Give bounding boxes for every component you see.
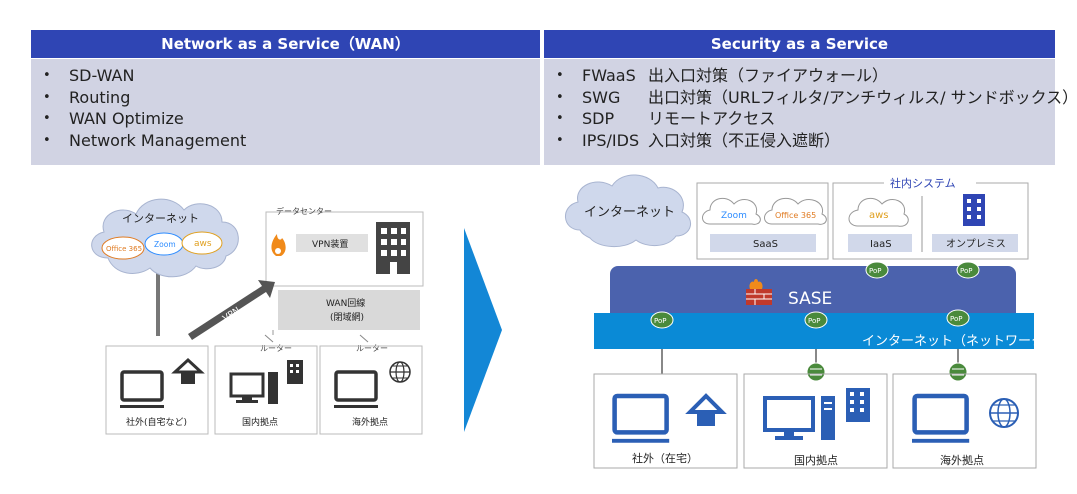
laptop-icon — [332, 370, 380, 410]
router-label-1: ルーター — [260, 344, 292, 353]
firewall-flame-icon — [271, 234, 286, 256]
aws-label: aws — [194, 239, 212, 249]
laptop-icon — [612, 396, 669, 443]
wan-item: Network Management — [43, 130, 540, 152]
pop-badge — [946, 309, 970, 327]
iaas-aws-label: aws — [869, 210, 889, 221]
pop-label: PoP — [654, 317, 666, 325]
zoom-cloud — [702, 197, 761, 225]
sec-item-desc: 入口対策（不正侵入遮断） — [648, 130, 841, 150]
sec-item: SWG 出口対策（URLフィルタ/アンチウィルス/ サンドボックス） — [556, 87, 1077, 109]
small-building-icon — [287, 360, 303, 384]
saas-zoom-label: Zoom — [721, 211, 747, 221]
right-cloud-label: インターネット — [584, 205, 675, 220]
office365-cloud — [101, 236, 145, 260]
wan-line-sub: (閉域網) — [330, 311, 364, 323]
pop-badge — [804, 311, 828, 329]
site-overseas-box — [892, 373, 1037, 469]
wan-item: WAN Optimize — [43, 108, 540, 130]
building-icon — [376, 222, 410, 274]
vpn-tunnel-arrow — [188, 280, 275, 340]
sec-item: IPS/IDS 入口対策（不正侵入遮断） — [556, 130, 1055, 152]
pop-badge — [650, 311, 674, 329]
pop-label: PoP — [960, 267, 972, 275]
internal-system-label: 社内システム — [890, 176, 956, 190]
small-building-icon — [846, 388, 870, 422]
saas-label-box — [710, 234, 816, 252]
site-home-label: 社外（在宅） — [632, 451, 698, 465]
globe-icon — [989, 398, 1019, 428]
site-overseas-box — [319, 345, 423, 435]
datacenter-box — [265, 211, 424, 287]
globe-icon — [389, 361, 411, 383]
sec-item-name: FWaaS — [582, 66, 636, 85]
security-panel: FWaaS 出入口対策（ファイアウォール） SWG 出口対策（URLフィルタ/アンチ… — [544, 59, 1077, 165]
router-label-2: ルーター — [356, 344, 388, 353]
sase-label: SASE — [788, 289, 832, 309]
router-icon — [806, 362, 826, 382]
sase-bar — [610, 266, 1016, 322]
header-naas: Network as a Service（WAN） — [31, 30, 540, 58]
onprem-building-icon — [963, 194, 985, 226]
site-home-box — [593, 373, 738, 469]
sec-item-name: IPS/IDS — [582, 130, 640, 150]
aws-cloud — [181, 231, 223, 255]
site-domestic-box — [214, 345, 318, 435]
laptop-icon — [912, 396, 969, 443]
vpn-device-box — [296, 234, 368, 252]
sec-item-desc: リモートアクセス — [648, 109, 776, 128]
sec-item: SDP リモートアクセス — [556, 108, 1055, 130]
desktop-monitor-icon — [763, 396, 835, 440]
pop-label: PoP — [869, 267, 881, 275]
pop-badge — [865, 261, 889, 279]
desktop-monitor-icon — [229, 372, 278, 404]
sec-item-desc: 出入口対策（ファイアウォール） — [648, 66, 889, 85]
saas-office-label: Office 365 — [775, 211, 816, 220]
laptop-icon — [118, 370, 166, 410]
pop-badge — [956, 261, 980, 279]
iaas-label: IaaS — [870, 239, 892, 250]
aws-cloud — [848, 197, 909, 227]
wan-line-box — [278, 290, 420, 330]
zoom-label: Zoom — [154, 240, 176, 249]
wan-item: Routing — [43, 87, 540, 109]
site-domestic-label: 国内拠点 — [242, 416, 278, 428]
home-icon — [685, 393, 727, 426]
site-home-box — [105, 345, 209, 435]
office365-label: Office 365 — [106, 245, 142, 253]
internet-network-label: インターネット（ネットワーク） — [862, 334, 1057, 349]
wan-line-label: WAN回線 — [326, 297, 365, 309]
sec-item-name: SWG — [582, 87, 621, 107]
site-domestic-label: 国内拠点 — [794, 453, 838, 467]
home-icon — [171, 357, 205, 384]
transition-arrow — [464, 228, 502, 432]
onprem-label-box — [932, 234, 1018, 252]
site-overseas-label: 海外拠点 — [940, 453, 984, 467]
saas-label: SaaS — [753, 239, 778, 250]
firewall-brick-icon — [746, 279, 772, 305]
pop-label: PoP — [950, 315, 962, 323]
site-overseas-label: 海外拠点 — [352, 416, 388, 428]
onprem-label: オンプレミス — [946, 238, 1006, 250]
datacenter-label: データセンター — [276, 206, 332, 216]
left-cloud-label: インターネット — [122, 212, 199, 225]
right-internet-cloud — [565, 174, 691, 247]
vpn-device-label: VPN装置 — [312, 238, 348, 250]
office365-cloud — [764, 197, 827, 225]
sec-item: FWaaS 出入口対策（ファイアウォール） — [556, 65, 1055, 87]
header-secaas: Security as a Service — [544, 30, 1055, 58]
sec-item-name: SDP — [582, 109, 615, 128]
site-home-label: 社外(自宅など) — [126, 416, 187, 428]
site-domestic-box — [743, 373, 888, 469]
sec-item-desc: 出口対策（URLフィルタ/アンチウィルス/ サンドボックス） — [648, 87, 1077, 107]
router-icon — [948, 362, 968, 382]
pop-label: PoP — [808, 317, 820, 325]
wan-item: SD-WAN — [43, 65, 540, 87]
iaas-label-box — [848, 234, 912, 252]
wan-panel: SD-WAN Routing WAN Optimize Network Mana… — [31, 59, 540, 165]
